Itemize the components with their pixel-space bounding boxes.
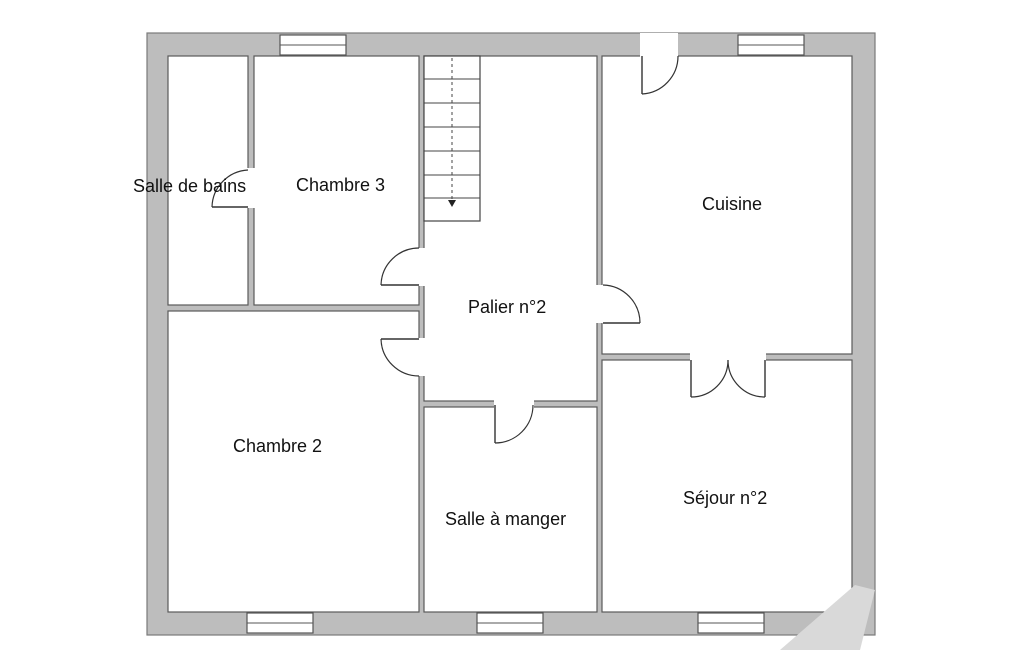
watermark-shape: [780, 585, 875, 650]
stair-direction-arrow: [448, 200, 456, 207]
door-gap-cuisine: [596, 285, 604, 323]
entrance-gap: [640, 33, 678, 57]
room-chambre-2: [167, 310, 420, 613]
label-chambre-3: Chambre 3: [296, 175, 385, 195]
door-cuisine-arc: [602, 284, 641, 324]
entrance-door-arc: [641, 55, 679, 95]
door-gap-sam: [494, 400, 534, 408]
room-cuisine: [601, 55, 853, 355]
room-salle-de-bains: [167, 55, 249, 306]
label-chambre-2: Chambre 2: [233, 436, 322, 456]
room-chambre-3: [253, 55, 420, 306]
door-ch3-arc: [380, 247, 420, 286]
door-gap-ch3: [418, 248, 426, 286]
label-salle-de-bains: Salle de bains: [133, 176, 246, 196]
label-cuisine: Cuisine: [702, 194, 762, 214]
label-palier: Palier n°2: [468, 297, 546, 317]
door-gap-sdb: [247, 168, 255, 208]
door-sam-arc: [494, 404, 534, 444]
label-sejour: Séjour n°2: [683, 488, 767, 508]
door-gap-ch2: [418, 338, 426, 376]
door-ch2-arc: [380, 338, 420, 377]
room-salle-a-manger: [423, 406, 598, 613]
door-sejour-right-arc: [727, 359, 766, 398]
door-sejour-left-arc: [690, 359, 729, 398]
label-salle-a-manger: Salle à manger: [445, 509, 566, 529]
door-gap-sejour: [690, 353, 766, 361]
door-sdb-arc: [211, 169, 249, 208]
room-sejour: [601, 359, 853, 613]
